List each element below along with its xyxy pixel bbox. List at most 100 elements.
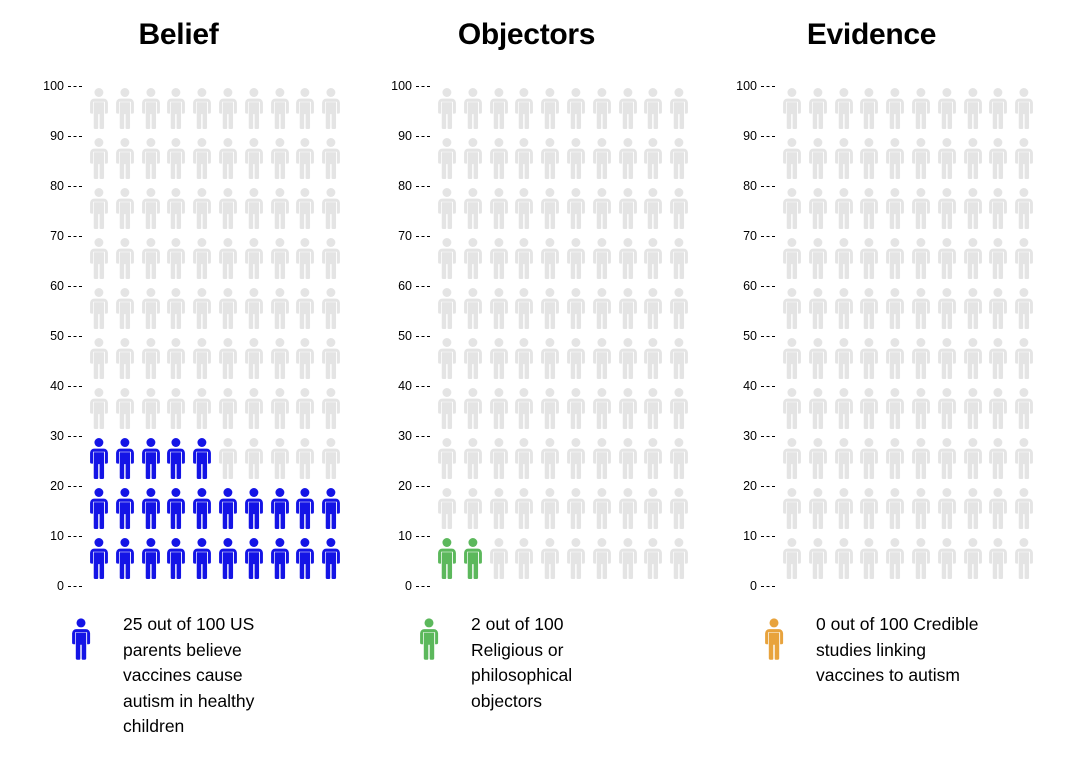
axis-tick-dash <box>416 185 430 187</box>
person-icon-empty <box>292 336 318 380</box>
person-icon-filled <box>267 536 293 580</box>
person-icon-empty <box>460 436 486 480</box>
person-icon-empty <box>615 186 641 230</box>
person-icon-empty <box>985 86 1011 130</box>
axis-tick-40: 40 <box>348 379 436 393</box>
person-icon-empty <box>615 486 641 530</box>
person-icon-empty <box>318 86 344 130</box>
person-icon-empty <box>589 236 615 280</box>
person-icon-empty <box>1011 86 1037 130</box>
person-icon-empty <box>934 236 960 280</box>
axis-tick-dash <box>761 535 775 537</box>
person-icon-empty <box>882 386 908 430</box>
pictogram-row <box>779 236 1037 280</box>
person-icon-empty <box>779 136 805 180</box>
person-icon-empty <box>908 186 934 230</box>
person-icon-empty <box>640 136 666 180</box>
person-icon-empty <box>908 86 934 130</box>
person-icon-filled <box>86 536 112 580</box>
axis-tick-100: 100 <box>693 79 781 93</box>
axis-tick-label: 10 <box>743 528 757 543</box>
person-icon-empty <box>511 286 537 330</box>
person-icon-empty <box>640 186 666 230</box>
person-icon-empty <box>537 86 563 130</box>
person-icon-empty <box>318 286 344 330</box>
person-icon-empty <box>589 336 615 380</box>
axis-tick-dash <box>68 135 82 137</box>
person-icon-empty <box>434 336 460 380</box>
person-icon-empty <box>985 536 1011 580</box>
person-icon-empty <box>908 486 934 530</box>
person-icon-empty <box>163 336 189 380</box>
person-icon-empty <box>882 136 908 180</box>
axis-tick-30: 30 <box>348 429 436 443</box>
person-icon-empty <box>267 286 293 330</box>
person-icon-empty <box>985 286 1011 330</box>
person-icon-filled <box>215 536 241 580</box>
person-icon-empty <box>563 386 589 430</box>
axis-tick-90: 90 <box>348 129 436 143</box>
person-icon-empty <box>1011 236 1037 280</box>
person-icon-empty <box>856 136 882 180</box>
axis-tick-dash <box>68 385 82 387</box>
pictogram-row <box>86 336 344 380</box>
pictogram-row <box>86 86 344 130</box>
person-icon-empty <box>163 236 189 280</box>
person-icon-empty <box>292 136 318 180</box>
person-icon-empty <box>318 436 344 480</box>
person-icon-empty <box>215 186 241 230</box>
person-icon-empty <box>537 386 563 430</box>
person-icon-empty <box>666 536 692 580</box>
person-icon-empty <box>779 86 805 130</box>
person-icon-filled <box>163 436 189 480</box>
person-icon-empty <box>1011 486 1037 530</box>
axis-tick-label: 90 <box>398 128 412 143</box>
person-icon-empty <box>985 486 1011 530</box>
person-icon-empty <box>640 436 666 480</box>
pictogram-row <box>434 236 692 280</box>
pictogram-row <box>779 286 1037 330</box>
axis-tick-70: 70 <box>348 229 436 243</box>
axis-tick-20: 20 <box>0 479 88 493</box>
person-icon-empty <box>831 386 857 430</box>
person-icon-empty <box>112 86 138 130</box>
axis-tick-40: 40 <box>0 379 88 393</box>
person-icon-empty <box>434 86 460 130</box>
axis-tick-label: 40 <box>398 378 412 393</box>
person-icon-empty <box>292 86 318 130</box>
person-icon-belief <box>68 616 94 661</box>
person-icon-empty <box>563 136 589 180</box>
axis-tick-dash <box>68 285 82 287</box>
person-icon-empty <box>112 286 138 330</box>
pictogram-row <box>779 86 1037 130</box>
axis-tick-dash <box>761 435 775 437</box>
person-icon-empty <box>112 386 138 430</box>
person-icon-empty <box>292 186 318 230</box>
pictogram-row <box>779 436 1037 480</box>
person-icon-empty <box>511 436 537 480</box>
person-icon-empty <box>856 436 882 480</box>
person-icon-empty <box>86 386 112 430</box>
person-icon-empty <box>805 536 831 580</box>
person-icon-empty <box>434 386 460 430</box>
person-icon-empty <box>511 236 537 280</box>
person-icon-empty <box>882 236 908 280</box>
axis-tick-dash <box>416 85 430 87</box>
person-icon-empty <box>805 486 831 530</box>
person-icon-empty <box>241 286 267 330</box>
person-icon-empty <box>318 136 344 180</box>
person-icon-empty <box>882 436 908 480</box>
person-icon-empty <box>831 536 857 580</box>
person-icon-empty <box>960 436 986 480</box>
person-icon-empty <box>805 236 831 280</box>
pictogram-grid-belief <box>86 86 344 586</box>
person-icon-empty <box>563 336 589 380</box>
axis-tick-label: 30 <box>743 428 757 443</box>
pictogram-row <box>434 286 692 330</box>
person-icon-empty <box>615 536 641 580</box>
axis-tick-label: 20 <box>398 478 412 493</box>
person-icon-empty <box>1011 336 1037 380</box>
person-icon-empty <box>831 236 857 280</box>
